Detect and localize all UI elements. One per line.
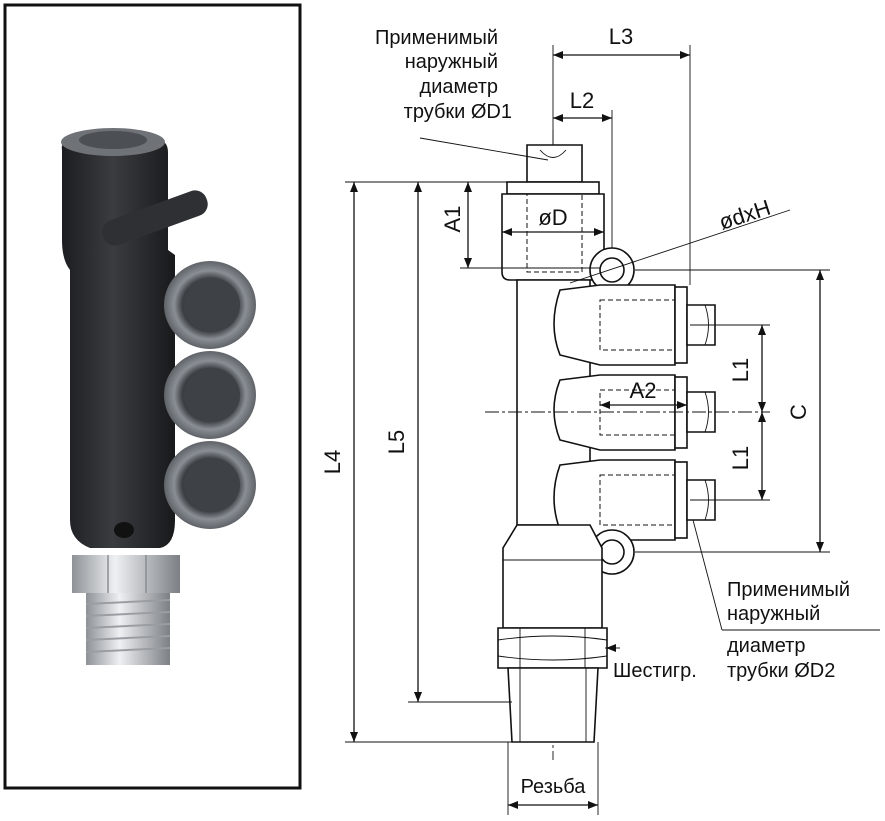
- dim-L5: L5: [384, 182, 512, 703]
- photo-thread-lines: [85, 599, 171, 653]
- side-port-1-hidden: [599, 299, 676, 351]
- note-D1-line-2: наружный: [405, 51, 498, 73]
- label-L2: L2: [570, 88, 594, 113]
- thread: [507, 667, 599, 743]
- label-A2: A2: [630, 378, 657, 403]
- label-L3: L3: [609, 24, 633, 49]
- side-port-3-collet: [674, 461, 688, 539]
- product-photo: [3, 3, 302, 790]
- note-hex: Шестигр.: [613, 660, 697, 682]
- note-D2-tube: трубки ØD2: [727, 660, 835, 682]
- side-port-1-collet: [674, 286, 688, 364]
- side-port-2: [553, 374, 676, 451]
- photo-thread: [86, 593, 170, 665]
- photo-mount-hole: [114, 522, 134, 538]
- label-L1-bottom: L1: [728, 446, 753, 470]
- label-L1-top: L1: [728, 358, 753, 382]
- bottom-mount-hole: [599, 539, 625, 565]
- side-port-2-break: [704, 391, 709, 433]
- note-D1-line-3: диаметр: [420, 76, 498, 98]
- note-D2-line-1: Применимый: [727, 579, 850, 601]
- top-tube-break: [539, 149, 567, 158]
- dim-A1: A1: [440, 181, 600, 269]
- label-thread: Резьба: [521, 776, 587, 798]
- photo-side-ports: [164, 261, 256, 529]
- note-D2: Применимый наружный диаметр трубки ØD2: [727, 579, 850, 682]
- dim-A2: A2: [600, 378, 687, 409]
- dim-L4: L4: [320, 181, 512, 743]
- leader-D1: [419, 137, 549, 161]
- note-D1-line-1: Применимый: [375, 27, 498, 49]
- leader-D2: [692, 519, 723, 631]
- note-D2-line-3: диаметр: [727, 635, 805, 657]
- dim-C: C: [786, 270, 824, 552]
- label-oD: øD: [538, 205, 567, 230]
- technical-drawing: L3 L2 A1 øD: [320, 24, 880, 815]
- side-port-3-hidden: [599, 474, 676, 526]
- side-port-1: [553, 284, 676, 366]
- top-mount-hole: [599, 257, 625, 283]
- note-D2-line-2: наружный: [727, 603, 820, 625]
- photo-port-1-hole: [184, 278, 240, 332]
- dim-oD: øD: [502, 205, 604, 236]
- side-port-2-collet: [674, 376, 688, 449]
- dim-L1-bottom: L1: [728, 412, 766, 500]
- photo-port-3-hole: [184, 458, 240, 512]
- dim-L3: L3: [552, 24, 691, 285]
- top-collet-flange: [506, 181, 600, 195]
- note-D1-line-4: трубки ØD1: [404, 101, 512, 123]
- photo-hex: [72, 555, 180, 593]
- photo-body: [61, 138, 175, 548]
- lower-body: [502, 524, 603, 629]
- label-C: C: [786, 404, 811, 420]
- side-ports: [553, 284, 716, 541]
- dim-L1-top: L1: [728, 325, 766, 412]
- note-D1: Применимый наружный диаметр трубки ØD1: [375, 27, 512, 123]
- label-L4: L4: [320, 450, 345, 474]
- top-tube: [526, 144, 583, 183]
- label-L5: L5: [384, 430, 409, 454]
- hex-nut: [497, 627, 608, 669]
- label-odxH: ødxH: [716, 195, 774, 235]
- photo-side-stub: [102, 190, 208, 246]
- label-A1: A1: [440, 206, 465, 233]
- photo-top-port: [79, 131, 147, 149]
- top-head-hidden: [526, 193, 583, 273]
- dim-thread: Резьба: [507, 742, 599, 815]
- dim-L2: L2: [553, 88, 613, 248]
- photo-port-2-hole: [184, 368, 240, 422]
- side-port-2-hidden: [599, 389, 676, 436]
